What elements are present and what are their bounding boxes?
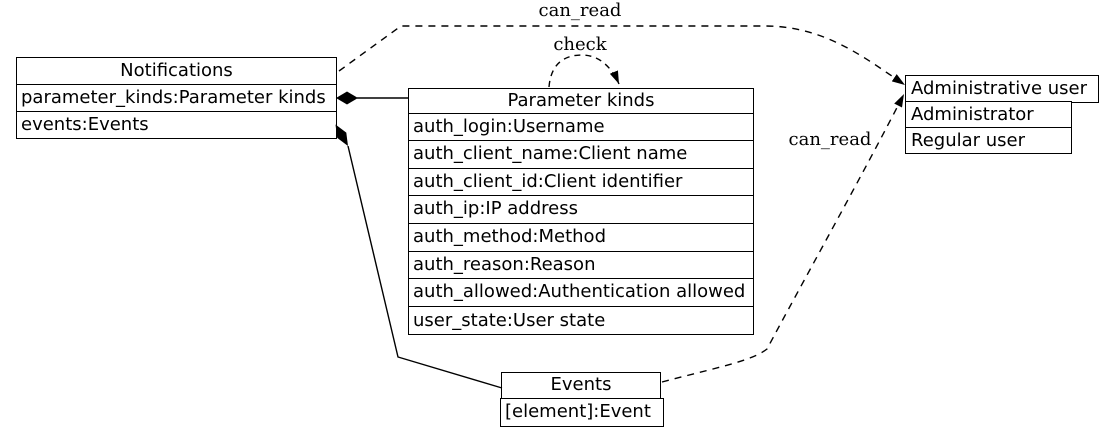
- notifications-node: Notifications parameter_kinds:Parameter …: [16, 57, 337, 139]
- parameter-kinds-field-auth-client-name: auth_client_name:Client name: [409, 141, 753, 169]
- events-field-element: [element]:Event: [500, 397, 664, 427]
- parameter-kinds-field-auth-login: auth_login:Username: [409, 114, 753, 142]
- parameter-kinds-field-auth-ip: auth_ip:IP address: [409, 196, 753, 224]
- composition-diamond-icon: [336, 91, 358, 105]
- user-type-regular-user: Regular user: [905, 126, 1072, 155]
- notifications-field-parameter-kinds: parameter_kinds:Parameter kinds: [17, 85, 336, 112]
- check-self-loop-edge: [548, 54, 620, 88]
- edge-label-check: check: [553, 34, 607, 55]
- edge-label-can-read-bottom: can_read: [788, 129, 872, 150]
- parameter-kinds-field-auth-client-id: auth_client_id:Client identifier: [409, 169, 753, 197]
- notifications-field-events: events:Events: [21, 113, 149, 135]
- events-title: Events: [501, 372, 661, 399]
- edge-label-can-read-top: can_read: [538, 0, 622, 21]
- notifications-title: Notifications: [17, 58, 336, 85]
- parameter-kinds-field-auth-reason: auth_reason:Reason: [409, 252, 753, 280]
- parameter-kinds-title: Parameter kinds: [409, 89, 753, 114]
- composition-diamond-icon: [335, 124, 348, 146]
- user-type-administrative-user: Administrative user: [905, 75, 1099, 103]
- user-type-administrator: Administrator: [905, 100, 1072, 129]
- parameter-kinds-node: Parameter kinds auth_login:Username auth…: [408, 88, 754, 335]
- parameter-kinds-field-auth-allowed: auth_allowed:Authentication allowed: [409, 279, 753, 307]
- parameter-kinds-field-user-state: user_state:User state: [413, 309, 606, 331]
- parameter-kinds-field-auth-method: auth_method:Method: [409, 224, 753, 252]
